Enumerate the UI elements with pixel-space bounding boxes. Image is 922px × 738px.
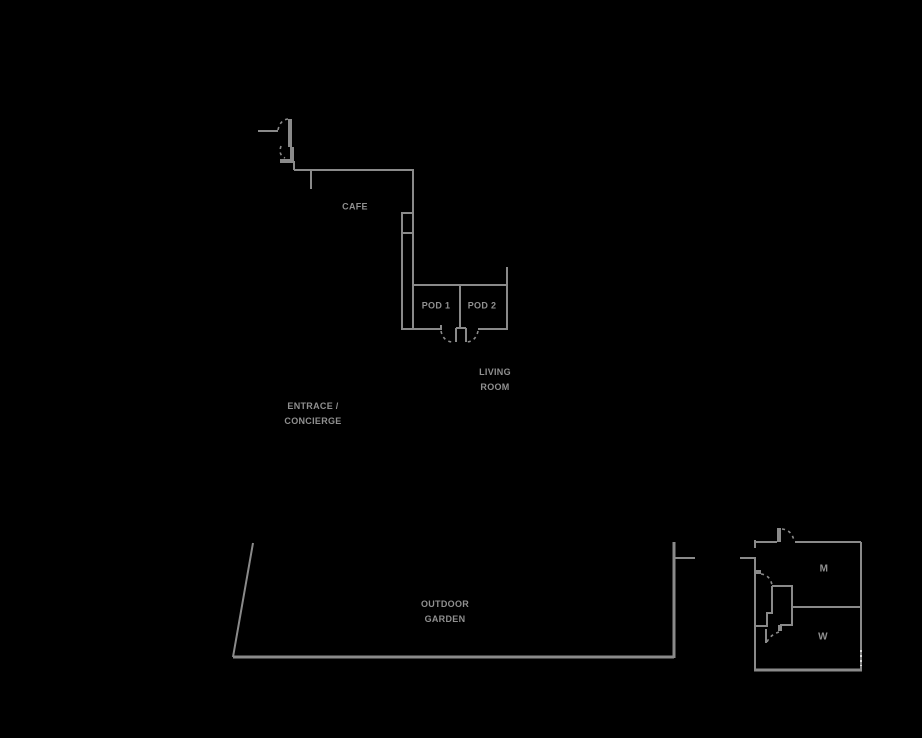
entrance-door-walls bbox=[258, 118, 413, 189]
label-pod-1: POD 1 bbox=[422, 299, 451, 314]
label-living-room: LIVING ROOM bbox=[479, 365, 511, 395]
entrance-line-2: CONCIERGE bbox=[284, 416, 342, 426]
pod-1-text: POD 1 bbox=[421, 300, 451, 311]
cafe-text: CAFE bbox=[342, 201, 368, 212]
pod-2-text: POD 2 bbox=[467, 300, 497, 311]
living-room-line-2: ROOM bbox=[480, 382, 510, 392]
label-entrance-concierge: ENTRACE / CONCIERGE bbox=[284, 399, 341, 429]
garden-line-1: OUTDOOR bbox=[420, 599, 470, 609]
entrance-line-1: ENTRACE / bbox=[287, 401, 339, 411]
label-mens-room: M bbox=[820, 562, 829, 577]
outdoor-garden-walls bbox=[232, 542, 695, 659]
label-cafe: CAFE bbox=[342, 200, 368, 215]
restroom-walls bbox=[740, 528, 862, 672]
cafe-walls bbox=[401, 169, 414, 330]
label-pod-2: POD 2 bbox=[468, 299, 497, 314]
label-outdoor-garden: OUTDOOR GARDEN bbox=[421, 597, 469, 627]
pod-walls bbox=[402, 267, 508, 343]
garden-line-2: GARDEN bbox=[424, 614, 466, 624]
living-room-line-1: LIVING bbox=[479, 367, 511, 377]
label-womens-room: W bbox=[818, 630, 828, 645]
mens-room-text: M bbox=[819, 563, 829, 575]
womens-room-text: W bbox=[818, 631, 828, 643]
